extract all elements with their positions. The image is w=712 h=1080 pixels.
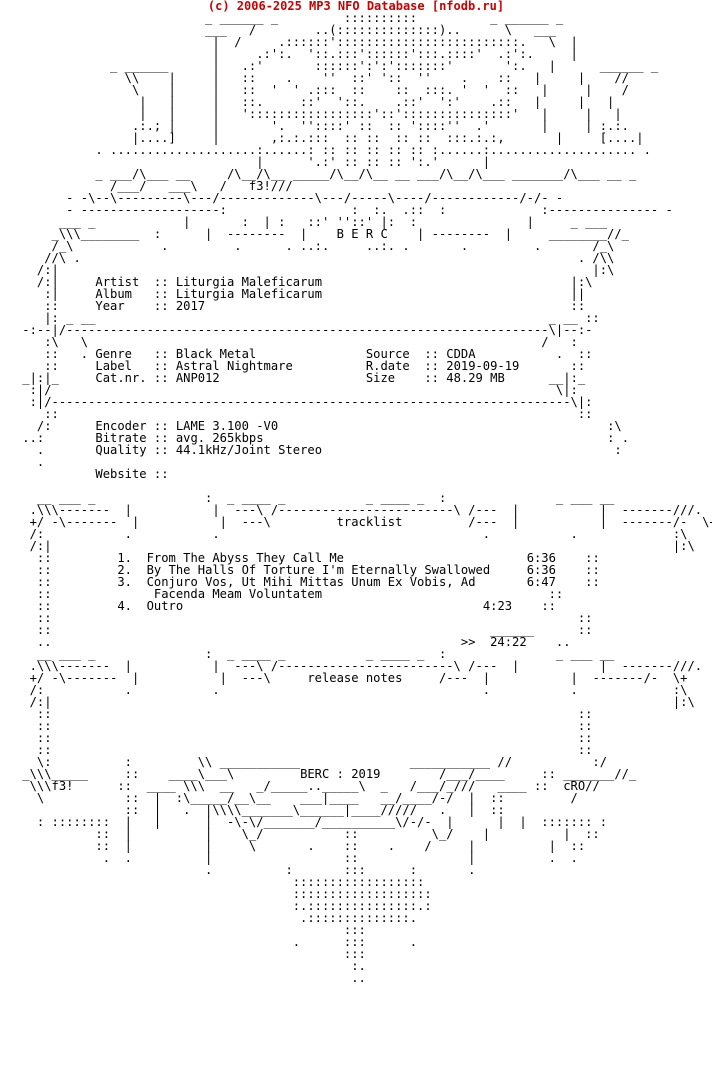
track-1-title: From The Abyss They Call Me bbox=[146, 551, 344, 565]
label-size: Size bbox=[365, 371, 396, 385]
track-1-time: 6:36 bbox=[526, 551, 556, 565]
cro-signature: cRO bbox=[563, 779, 586, 793]
track-4-time: 4:23 bbox=[482, 599, 513, 613]
year-value: 2017 bbox=[175, 299, 206, 313]
label-artist: Artist bbox=[95, 275, 140, 289]
quality-value: 44.1kHz/Joint Stereo bbox=[175, 443, 323, 457]
site-header: (c) 2006-2025 MP3 NFO Database [nfodb.ru… bbox=[207, 0, 505, 13]
catnr-value: ANP012 bbox=[175, 371, 220, 385]
label-album: Album bbox=[95, 287, 132, 301]
label-bitrate: Bitrate bbox=[95, 431, 147, 445]
berc-year-logo: BERC : 2019 bbox=[300, 767, 381, 781]
art-block-top-2: /// - -\--\---------\---/-------------\-… bbox=[51, 179, 673, 241]
label-website: Website bbox=[95, 467, 147, 481]
rdate-value: 2019-09-19 bbox=[446, 359, 520, 373]
album-value: Liturgia Maleficarum bbox=[175, 287, 322, 301]
label-value: Astral Nightmare bbox=[175, 359, 293, 373]
size-value: 48.29 MB bbox=[446, 371, 505, 385]
label-label: Label bbox=[95, 359, 132, 373]
f3-signature-top: f3! bbox=[248, 179, 271, 193]
art-block-top-3: | -------- | ________//_ /_\ . . . ..:. … bbox=[36, 227, 629, 289]
track-4-title: Outro bbox=[146, 599, 184, 613]
track-3: 3. Conjuro Vos, Ut Mihi Mittas Unum Ex V… bbox=[117, 575, 556, 589]
track-3-time: 6:47 bbox=[526, 575, 556, 589]
track-4-num: 4. bbox=[117, 599, 132, 613]
label-quality: Quality bbox=[95, 443, 147, 457]
track-2: 2. By The Halls Of Torture I'm Eternally… bbox=[117, 563, 556, 577]
tracklist-heading: tracklist bbox=[336, 515, 403, 529]
track-3-cont: Facenda Meam Voluntatem bbox=[153, 587, 323, 601]
track-3-num: 3. bbox=[117, 575, 132, 589]
f3-signature-bottom: f3! bbox=[51, 779, 74, 793]
track-2-num: 2. bbox=[117, 563, 132, 577]
top-berc-logo: B E R C bbox=[336, 227, 388, 241]
label-rdate: R.date bbox=[365, 359, 410, 373]
track-3-title: Conjuro Vos, Ut Mihi Mittas Unum Ex Vobi… bbox=[146, 575, 476, 589]
artist-value: Liturgia Maleficarum bbox=[175, 275, 322, 289]
release-notes-heading: release notes bbox=[307, 671, 403, 685]
track-4: 4. Outro 4:23 bbox=[117, 599, 512, 613]
label-catnr: Cat.nr. bbox=[95, 371, 147, 385]
nfo-ascii-art: _ ______ _ :::::::::: _ ______ _ ___ / .… bbox=[15, 12, 712, 984]
bitrate-value: avg. 265kbps bbox=[175, 431, 264, 445]
label-source: Source bbox=[365, 347, 410, 361]
label-genre: Genre bbox=[95, 347, 132, 361]
encoder-value: LAME 3.100 -V0 bbox=[175, 419, 279, 433]
label-year: Year bbox=[95, 299, 125, 313]
total-time: 24:22 bbox=[490, 635, 527, 649]
source-value: CDDA bbox=[446, 347, 476, 361]
track-2-time: 6:36 bbox=[526, 563, 556, 577]
track-2-title: By The Halls Of Torture I'm Eternally Sw… bbox=[146, 563, 491, 577]
label-encoder: Encoder bbox=[95, 419, 147, 433]
track-1-num: 1. bbox=[117, 551, 132, 565]
track-1: 1. From The Abyss They Call Me 6:36 bbox=[117, 551, 556, 565]
genre-value: Black Metal bbox=[175, 347, 257, 361]
art-block-top: _ ______ _ :::::::::: _ ______ _ ___ / .… bbox=[15, 11, 712, 985]
